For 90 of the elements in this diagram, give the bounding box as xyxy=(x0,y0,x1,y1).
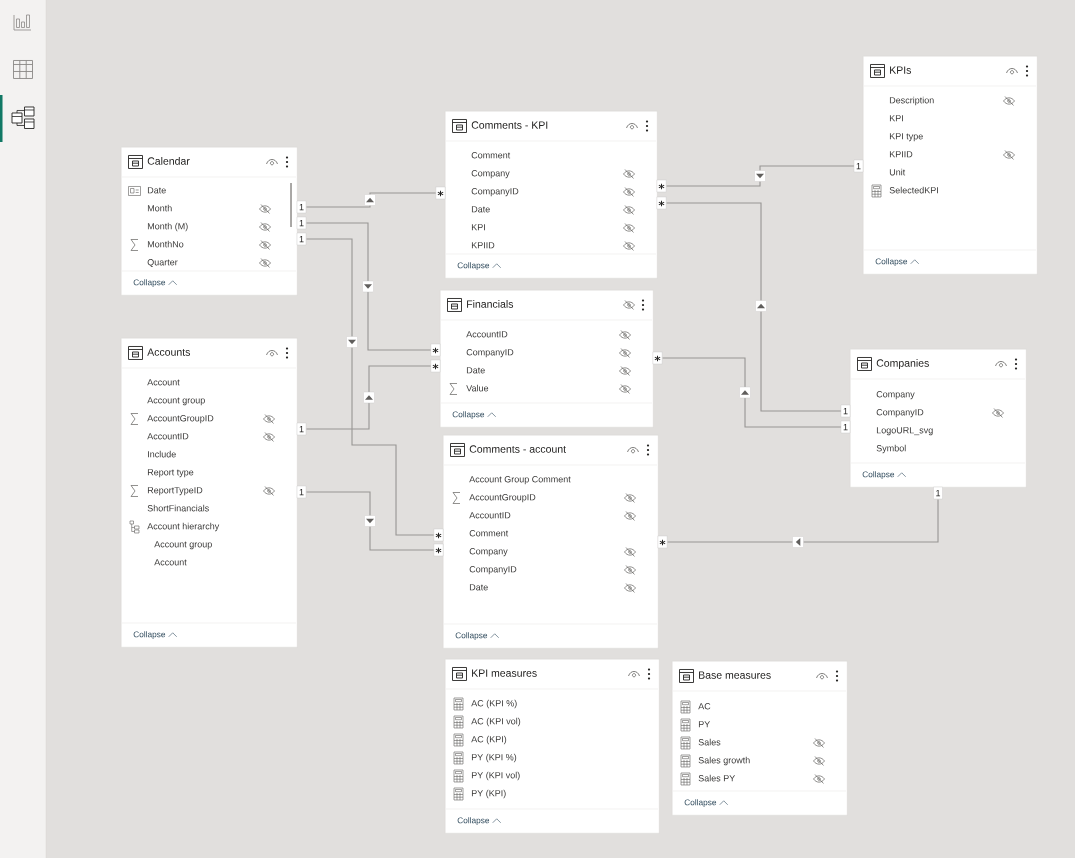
table-title: Comments - account xyxy=(469,445,566,453)
field-name: Comment xyxy=(469,530,509,537)
field-name: PY (KPI %) xyxy=(471,753,517,763)
field-name: CompanyID xyxy=(471,188,519,197)
cardinality-label: 1 xyxy=(853,159,864,173)
cardinality-label: * xyxy=(657,535,668,549)
field-name: PY (KPI vol) xyxy=(471,771,520,781)
cardinality-label: 1 xyxy=(840,420,851,434)
field-name: CompanyID xyxy=(469,566,517,575)
table-title: Accounts xyxy=(147,348,190,356)
field-name: Comment xyxy=(471,152,511,159)
field-name: AccountID xyxy=(466,331,508,338)
field-name: ShortFinancials xyxy=(147,504,209,512)
table-title: Calendar xyxy=(147,157,190,165)
field-name: Sales growth xyxy=(698,756,750,766)
field-name: KPI xyxy=(471,224,485,231)
cardinality-label: 1 xyxy=(296,422,307,436)
field-name: Date xyxy=(469,584,488,591)
collapse-link: Collapse xyxy=(452,411,485,419)
collapse-link: Collapse xyxy=(133,631,166,639)
field-name: Account hierarchy xyxy=(147,522,220,532)
field-name: Date xyxy=(147,187,166,194)
cardinality-label: * xyxy=(656,179,667,193)
field-name: Company xyxy=(876,391,915,400)
field-name: PY xyxy=(698,721,710,728)
field-name: Account group xyxy=(147,397,205,406)
collapse-link: Collapse xyxy=(875,258,908,266)
field-name: Report type xyxy=(147,469,194,478)
field-name: Sales xyxy=(698,738,721,746)
cardinality-label: * xyxy=(656,196,667,210)
collapse-link: Collapse xyxy=(457,817,490,825)
table-title: Companies xyxy=(876,359,929,369)
field-name: Account xyxy=(154,559,187,566)
collapse-link: Collapse xyxy=(457,262,490,270)
field-name: ReportTypeID xyxy=(147,487,203,496)
field-name: Description xyxy=(889,96,934,106)
field-name: AC (KPI) xyxy=(471,735,507,745)
table-title: Comments - KPI xyxy=(471,121,548,129)
cardinality-label: * xyxy=(652,351,663,365)
field-name: Value xyxy=(466,384,489,392)
field-name: CompanyID xyxy=(876,409,924,418)
cardinality-label: * xyxy=(435,186,446,200)
cardinality-label: * xyxy=(430,359,441,373)
field-name: Date xyxy=(471,206,490,213)
field-name: KPI xyxy=(889,115,903,122)
field-name: AccountGroupID xyxy=(147,415,214,424)
table-title: Financials xyxy=(467,300,514,308)
field-name: Account group xyxy=(154,541,212,550)
field-name: CompanyID xyxy=(466,349,514,358)
collapse-link: Collapse xyxy=(684,799,717,807)
table-title: KPI measures xyxy=(472,669,537,677)
collapse-link: Collapse xyxy=(455,632,488,640)
field-name: AC xyxy=(698,703,711,710)
field-name: SelectedKPI xyxy=(889,186,938,194)
field-name: Date xyxy=(466,367,485,374)
field-name: KPIID xyxy=(889,151,913,158)
field-name: KPI type xyxy=(889,133,923,142)
collapse-link: Collapse xyxy=(133,279,166,287)
cardinality-label: 1 xyxy=(296,200,307,214)
field-name: AccountID xyxy=(147,433,189,440)
cardinality-label: 1 xyxy=(296,485,307,499)
field-name: Month xyxy=(147,204,172,212)
field-name: MonthNo xyxy=(147,240,184,248)
field-name: Sales PY xyxy=(698,774,735,782)
field-name: Unit xyxy=(889,168,906,176)
field-name: AC (KPI vol) xyxy=(471,717,521,727)
field-name: AccountID xyxy=(469,512,511,519)
field-name: Include xyxy=(148,450,176,458)
cardinality-label: * xyxy=(433,528,444,542)
field-name: Account Group Comment xyxy=(469,476,571,485)
cardinality-label: 1 xyxy=(296,216,307,230)
cardinality-label: 1 xyxy=(296,232,307,246)
cardinality-label: 1 xyxy=(840,404,851,418)
field-name: LogoURL_svg xyxy=(876,427,933,436)
collapse-link: Collapse xyxy=(862,471,895,479)
cardinality-label: * xyxy=(430,343,441,357)
table-title: KPIs xyxy=(890,66,911,74)
field-name: AccountGroupID xyxy=(469,494,536,503)
field-name: Quarter xyxy=(147,259,178,268)
field-name: Company xyxy=(471,170,510,179)
cardinality-label: * xyxy=(433,543,444,557)
table-title: Base measures xyxy=(699,671,771,679)
field-name: Month (M) xyxy=(147,222,188,232)
field-name: Symbol xyxy=(876,444,906,454)
cardinality-label: 1 xyxy=(933,486,943,500)
field-name: Company xyxy=(469,548,508,557)
field-name: KPIID xyxy=(471,242,495,249)
field-name: AC (KPI %) xyxy=(471,699,517,709)
field-name: Account xyxy=(147,379,180,386)
field-name: PY (KPI) xyxy=(471,789,506,799)
